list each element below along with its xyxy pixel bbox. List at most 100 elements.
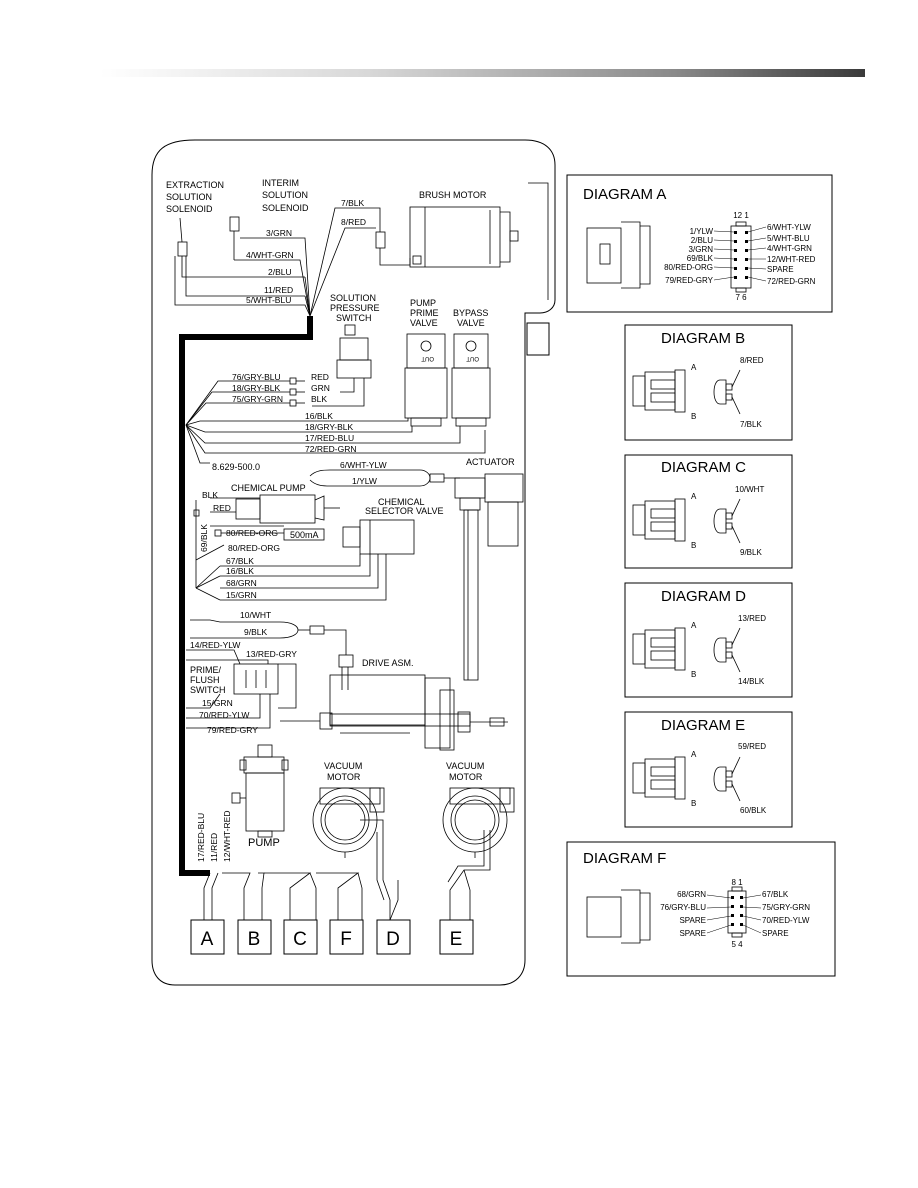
wire-13-red-gry: 13/RED-GRY [246, 649, 297, 659]
diagram-d-title: DIAGRAM D [661, 588, 746, 605]
diagram-e-b: B [691, 799, 696, 808]
connector-d: D [386, 929, 400, 950]
wire-80-red-org-2: 80/RED-ORG [228, 543, 280, 553]
connector-c: C [293, 929, 307, 950]
wire-68-grn: 68/GRN [226, 578, 257, 588]
diagram-b-title: DIAGRAM B [661, 330, 745, 347]
wire-grn: GRN [311, 383, 330, 393]
wire-12-wht-red-v: 12/WHT-RED [222, 811, 232, 862]
vacuum-motor-1 [312, 787, 385, 858]
diagram-c-panel: DIAGRAM C A B 10/WHT 9/BLK [624, 454, 793, 569]
wire-9-blk: 9/BLK [244, 627, 267, 637]
diagram-a-title: DIAGRAM A [583, 186, 666, 203]
interim-solenoid [229, 216, 240, 232]
diagram-e-title: DIAGRAM E [661, 717, 745, 734]
wire-chem-red: RED [213, 503, 231, 513]
vacuum-label-1b: MOTOR [327, 772, 361, 782]
bypass-label-2: VALVE [457, 318, 485, 328]
interim-label-1: INTERIM [262, 178, 299, 188]
wire-blk: BLK [311, 394, 327, 404]
pump-prime-label-3: VALVE [410, 318, 438, 328]
pump-label: PUMP [248, 837, 280, 849]
chem-selector-label-1: CHEMICAL [378, 497, 425, 507]
diagram-f-right-4: SPARE [762, 929, 789, 938]
diagram-a-pins-bottom: 7 6 [735, 293, 747, 302]
diagram-f-left-3: SPARE [679, 916, 706, 925]
wire-3-grn: 3/GRN [266, 228, 292, 238]
connector-f: F [340, 929, 352, 950]
wire-6-wht-ylw: 6/WHT-YLW [340, 460, 387, 470]
extraction-label-3: SOLENOID [166, 204, 213, 214]
wire-16-blk-2: 16/BLK [226, 566, 254, 576]
diagram-f-right-2: 75/GRY-GRN [762, 903, 810, 912]
wire-chem-blk: BLK [202, 490, 218, 500]
wire-8-red: 8/RED [341, 217, 366, 227]
vacuum-label-1a: VACUUM [324, 761, 362, 771]
diagram-a-left-5: 80/RED-ORG [664, 263, 713, 272]
diagram-d-top: 13/RED [738, 614, 766, 623]
actuator [454, 473, 524, 681]
brush-motor [409, 206, 501, 268]
wire-69-blk: 69/BLK [199, 524, 209, 552]
connector-box-c [283, 919, 318, 955]
diagram-a-left-6: 79/RED-GRY [665, 276, 714, 285]
diagram-e-panel: DIAGRAM E A B 59/RED 60/BLK [624, 711, 793, 828]
prime-flush-label-3: SWITCH [190, 685, 226, 695]
wire-17-red-blu-v: 17/RED-BLU [196, 813, 206, 862]
wire-72-red-grn: 72/RED-GRN [305, 444, 356, 454]
diagram-c-a: A [691, 492, 697, 501]
connector-box-a [190, 919, 225, 955]
wire-15-grn-2: 15/GRN [202, 698, 233, 708]
wire-70-red-ylw: 70/RED-YLW [199, 710, 249, 720]
chem-selector-label-2: SELECTOR VALVE [365, 506, 444, 516]
diagram-f-right-1: 67/BLK [762, 890, 789, 899]
bypass-label-1: BYPASS [453, 308, 488, 318]
pressure-switch-label-1: SOLUTION [330, 293, 376, 303]
interim-label-2: SOLUTION [262, 190, 308, 200]
pressure-switch-label-3: SWITCH [336, 313, 372, 323]
wire-79-red-gry: 79/RED-GRY [207, 725, 258, 735]
wire-18-gry-blk-2: 18/GRY-BLK [305, 422, 354, 432]
diagram-a-right-2: 5/WHT-BLU [767, 234, 810, 243]
diagram-d-b: B [691, 670, 696, 679]
fuse-label: 500mA [290, 530, 319, 540]
extraction-solenoid [177, 241, 188, 257]
diagram-b-bottom: 7/BLK [740, 420, 762, 429]
brush-motor-label: BRUSH MOTOR [419, 190, 487, 200]
diagram-f-pins-top: 8 1 [731, 878, 743, 887]
diagram-f-left-2: 76/GRY-BLU [660, 903, 706, 912]
diagram-b-panel: DIAGRAM B A B 8/RED 7/BLK [624, 324, 793, 441]
wire-15-grn: 15/GRN [226, 590, 257, 600]
diagram-f-left-4: SPARE [679, 929, 706, 938]
connector-box-d [376, 919, 411, 955]
diagram-a-pins-top: 12 1 [733, 211, 749, 220]
pump-prime-label-2: PRIME [410, 308, 439, 318]
connector-box-b [237, 919, 272, 955]
diagram-b-b: B [691, 412, 696, 421]
bypass-out-label: OUT [466, 355, 479, 361]
diagram-a-right-6: 72/RED-GRN [767, 277, 816, 286]
header-rule [100, 69, 865, 77]
diagram-a-panel: DIAGRAM A 12 1 7 6 1/YLW 2/BLU 3/GRN 69/… [566, 174, 833, 313]
pump [231, 744, 289, 838]
diagram-f-pins-bottom: 5 4 [731, 940, 743, 949]
extraction-label-1: EXTRACTION [166, 180, 224, 190]
wire-10-wht: 10/WHT [240, 610, 271, 620]
diagram-c-b: B [691, 541, 696, 550]
diagram-c-bottom: 9/BLK [740, 548, 762, 557]
diagram-d-panel: DIAGRAM D A B 13/RED 14/BLK [624, 582, 793, 698]
prime-flush-switch [186, 649, 297, 729]
chemical-pump-label: CHEMICAL PUMP [231, 483, 306, 493]
wire-76-gry-blu: 76/GRY-BLU [232, 372, 281, 382]
wire-67-blk: 67/BLK [226, 556, 254, 566]
part-number: 8.629-500.0 [212, 462, 260, 472]
connector-box-f [329, 919, 364, 955]
wire-75-gry-grn: 75/GRY-GRN [232, 394, 283, 404]
wire-14-red-ylw: 14/RED-YLW [190, 640, 240, 650]
chemical-selector-valve [359, 519, 415, 555]
pressure-switch [312, 324, 372, 407]
extraction-label-2: SOLUTION [166, 192, 212, 202]
diagram-b-top: 8/RED [740, 356, 764, 365]
diagram-b-a: A [691, 363, 697, 372]
